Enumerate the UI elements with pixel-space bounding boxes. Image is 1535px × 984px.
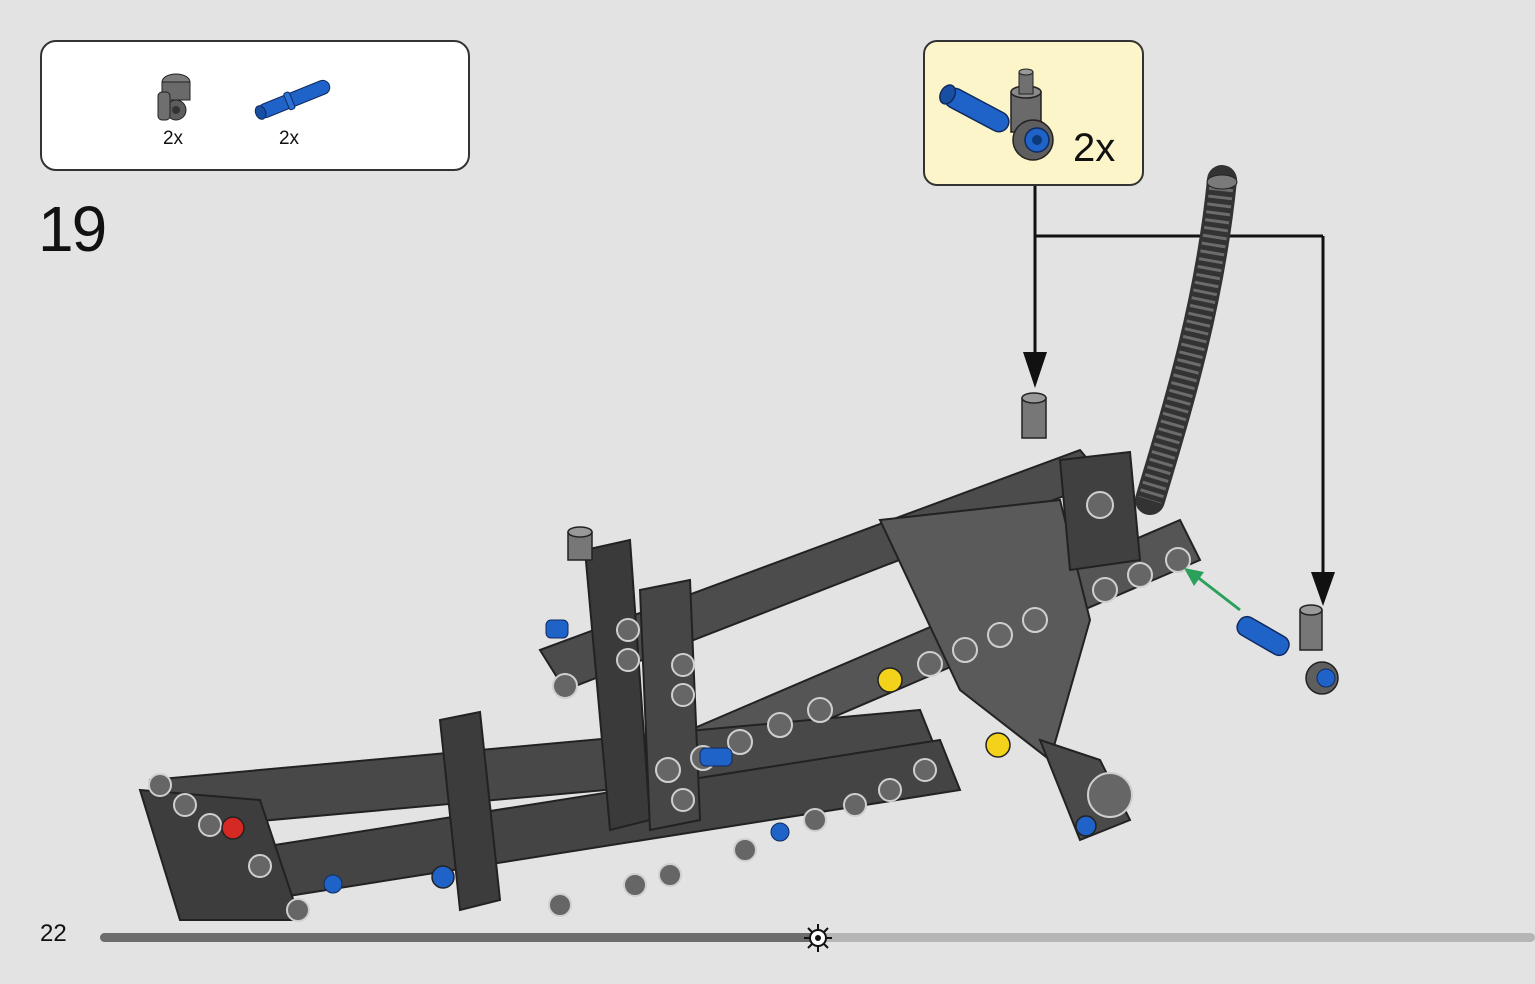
subassembly-qty: 2x	[1073, 126, 1116, 170]
red-axle-icon	[221, 816, 245, 840]
callout-arrows	[1033, 186, 1325, 578]
yellow-axle-icon	[877, 667, 903, 693]
page-number: 22	[40, 920, 67, 947]
blue-pin-icon	[323, 619, 790, 894]
build-illustration	[138, 165, 1339, 922]
frame-pins	[567, 392, 1323, 651]
subassembly-icon	[939, 68, 1054, 161]
beam-holes	[148, 491, 1191, 922]
blue-pin-icon	[254, 79, 331, 120]
subassembly-part-icon	[1236, 615, 1339, 695]
arrow-head-icon	[1311, 572, 1335, 606]
flex-hose	[1135, 165, 1238, 515]
parts-list-item-blue-pin: 2x	[244, 64, 334, 154]
parts-list-box: 2x 2x	[40, 40, 470, 171]
connector-icon	[157, 73, 191, 121]
parts-list-item-connector: 2x	[128, 64, 218, 154]
parts-list-qty: 2x	[278, 128, 300, 149]
progress-bar-fill	[100, 933, 818, 942]
subassembly-callout: 2x	[923, 40, 1144, 186]
arrow-head-icon	[1023, 352, 1047, 388]
frame-beams	[138, 448, 1202, 921]
parts-list-qty: 2x	[162, 128, 184, 149]
yellow-axle-icon	[985, 732, 1011, 758]
gear-icon	[803, 924, 832, 952]
assembly-move-arrow	[1184, 568, 1241, 612]
blue-axle-icon	[1075, 815, 1097, 837]
step-number: 19	[38, 193, 107, 265]
blue-axle-icon	[431, 865, 455, 889]
